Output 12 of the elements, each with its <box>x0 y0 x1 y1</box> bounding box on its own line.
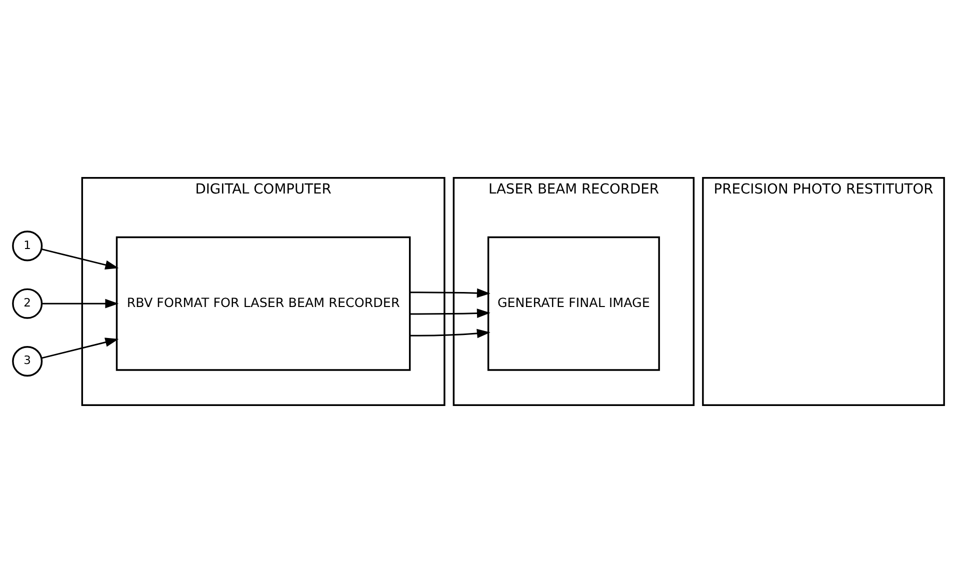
arrow <box>410 288 490 298</box>
node-box: GENERATE FINAL IMAGE <box>487 236 660 370</box>
arrow <box>42 298 119 308</box>
arrow <box>410 328 490 338</box>
node-box: RBV FORMAT FOR LASER BEAM RECORDER <box>116 236 411 370</box>
node-box: PRECISION PHOTO RESTITUTOR <box>702 176 945 406</box>
node-circle: 3 <box>12 346 43 376</box>
node-circle: 1 <box>12 230 43 261</box>
arrow <box>42 337 119 358</box>
node-circle: 2 <box>12 288 43 318</box>
arrow <box>42 248 119 270</box>
arrow <box>410 308 490 318</box>
